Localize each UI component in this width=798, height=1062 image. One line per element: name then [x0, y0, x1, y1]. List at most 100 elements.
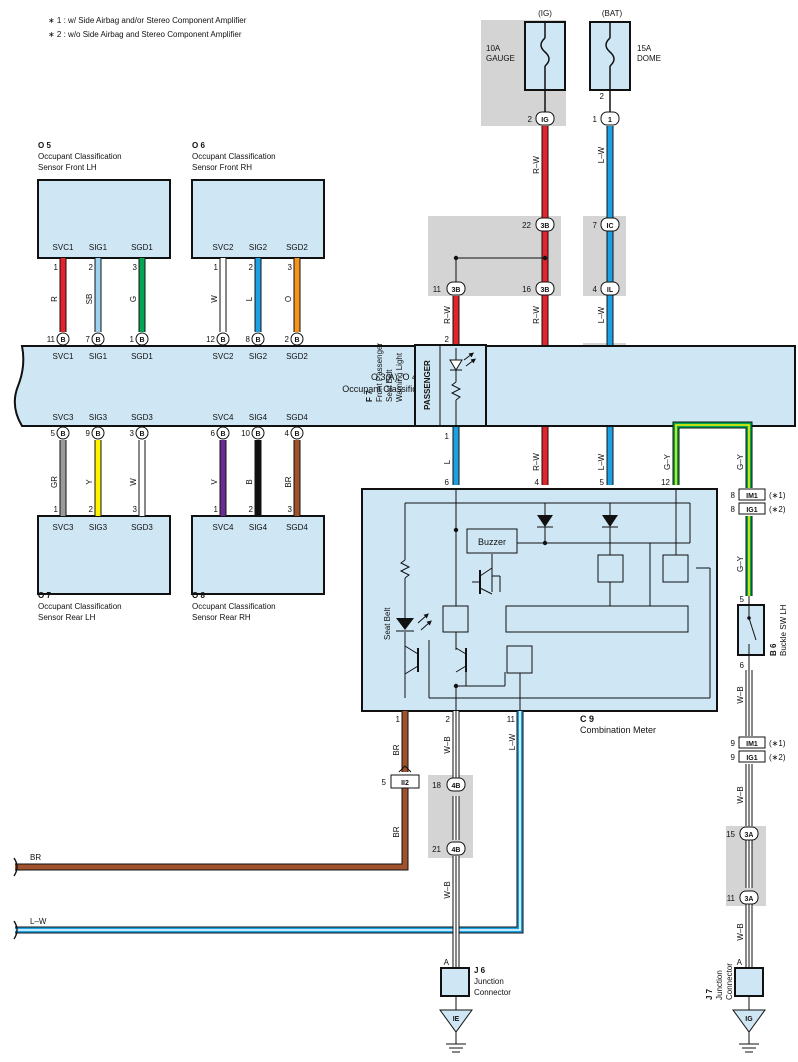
svg-text:L: L: [443, 459, 452, 464]
sensor-pin-label: SIG4: [249, 523, 268, 532]
svg-text:4B: 4B: [452, 847, 461, 854]
sensor-pin-number: 1: [54, 505, 59, 514]
svg-text:G–Y: G–Y: [736, 453, 745, 470]
svg-text:L–W: L–W: [30, 917, 47, 926]
sensor-pin-number: 2: [89, 263, 94, 272]
svg-text:Buzzer: Buzzer: [478, 537, 506, 547]
ecu-connector: B: [255, 337, 260, 344]
svg-text:BR: BR: [30, 853, 41, 862]
sensor-pin-label: SGD4: [286, 523, 308, 532]
svg-text:C 9: C 9: [580, 714, 594, 724]
svg-text:1: 1: [396, 715, 401, 724]
ecu-pin-number: 4: [285, 429, 290, 438]
ecu-pin-number: 3: [130, 429, 135, 438]
sensor-name: Occupant Classification: [38, 602, 122, 611]
occupant-ecu: O 3(A), O 4(B) Occupant Classification E…: [13, 345, 796, 427]
svg-text:Connector: Connector: [725, 963, 734, 1000]
wire-color-label: W: [129, 478, 138, 486]
svg-text:8: 8: [731, 505, 736, 514]
svg-text:L–W: L–W: [508, 733, 517, 750]
ecu-pin-label: SIG3: [89, 413, 108, 422]
ecu-pin-group: B11SVC1B5SVC3B7SIG1B9SIG3B1SGD1B3SGD3B12…: [47, 332, 308, 440]
fuse-gauge: (IG) 10A GAUGE: [486, 9, 566, 91]
sensor-pin-label: SIG3: [89, 523, 108, 532]
sensor-pin-number: 2: [249, 505, 254, 514]
svg-text:(∗1): (∗1): [769, 491, 786, 500]
svg-text:IG1: IG1: [746, 755, 757, 762]
ecu-pin-label: SIG1: [89, 352, 108, 361]
ecu-pin-number: 5: [51, 429, 56, 438]
wire-color-label: BR: [284, 476, 293, 487]
combination-meter: Buzzer Seat Belt C 9 Combination Meter 6…: [361, 255, 718, 735]
note-2: ∗ 2 : w/o Side Airbag and Stereo Compone…: [48, 30, 242, 39]
wire-color-label: R: [50, 296, 59, 302]
svg-text:Junction: Junction: [474, 977, 504, 986]
fuse-dome: (BAT) 15A DOME: [589, 9, 661, 91]
wire-color-label: V: [210, 479, 219, 485]
svg-text:3A: 3A: [745, 896, 754, 903]
svg-text:IG: IG: [541, 117, 549, 124]
ecu-connector: B: [139, 337, 144, 344]
svg-text:IM1: IM1: [746, 741, 758, 748]
ecu-pin-label: SVC1: [53, 352, 74, 361]
svg-text:1: 1: [593, 115, 598, 124]
svg-text:5: 5: [382, 778, 387, 787]
svg-text:4: 4: [535, 478, 540, 487]
svg-text:12: 12: [661, 478, 670, 487]
svg-text:Warning Light: Warning Light: [395, 352, 404, 402]
sensor-code: O 7: [38, 591, 51, 600]
note-1: ∗ 1 : w/ Side Airbag and/or Stereo Compo…: [48, 16, 247, 25]
ecu-pin-label: SVC2: [213, 352, 234, 361]
svg-text:3B: 3B: [452, 287, 461, 294]
svg-text:IC: IC: [607, 223, 614, 230]
sensor-pin-number: 2: [89, 505, 94, 514]
svg-text:GAUGE: GAUGE: [486, 54, 515, 63]
ecu-name: Occupant Classification ECU: [342, 384, 458, 394]
lower-connectors: 5 II2 18 4B 21 4B 15 3A 11 3A 8 IM1 (∗1)…: [382, 488, 786, 905]
ecu-connector: B: [95, 431, 100, 438]
svg-text:7: 7: [593, 221, 598, 230]
svg-text:R–W: R–W: [532, 306, 541, 324]
svg-text:6: 6: [740, 661, 745, 670]
sensor-location: Sensor Rear LH: [38, 613, 96, 622]
sensor-pin-label: SVC1: [53, 243, 74, 252]
svg-text:22: 22: [522, 221, 531, 230]
svg-text:IL: IL: [607, 287, 614, 294]
ecu-pin-number: 9: [86, 429, 91, 438]
sensor-pin-number: 1: [54, 263, 59, 272]
sensor-pin-label: SVC2: [213, 243, 234, 252]
sensor-pin-label: SVC3: [53, 523, 74, 532]
ecu-pin-number: 6: [211, 429, 216, 438]
svg-text:J 7: J 7: [705, 988, 714, 1000]
ecu-connector: B: [60, 431, 65, 438]
sensor-pin-number: 1: [214, 263, 219, 272]
svg-text:Front Passenger: Front Passenger: [375, 343, 384, 402]
wire-color-label: B: [245, 479, 254, 484]
svg-text:(BAT): (BAT): [602, 9, 623, 18]
svg-text:L–W: L–W: [597, 306, 606, 323]
sensor-pin-label: SVC4: [213, 523, 234, 532]
wires-lower: BR L–W BR BR W–B L–W W–B W–B W–B W–B: [13, 670, 753, 968]
svg-text:R–W: R–W: [532, 453, 541, 471]
svg-text:6: 6: [445, 478, 450, 487]
svg-text:W–B: W–B: [443, 881, 452, 898]
svg-text:W–B: W–B: [736, 786, 745, 803]
svg-text:W–B: W–B: [736, 923, 745, 940]
svg-text:16: 16: [522, 285, 531, 294]
wire-labels-upper: R–W L–W R–W L–W R–W R–W L–W L G–Y G–Y G–…: [443, 146, 745, 572]
svg-text:15A: 15A: [637, 44, 652, 53]
svg-text:B 6: B 6: [769, 643, 778, 656]
svg-text:8: 8: [731, 491, 736, 500]
sensor-pin-label: SIG2: [249, 243, 268, 252]
svg-text:G–Y: G–Y: [736, 555, 745, 572]
ecu-connector: B: [294, 337, 299, 344]
svg-text:Seat Belt: Seat Belt: [383, 607, 392, 640]
svg-text:Buckle SW LH: Buckle SW LH: [779, 604, 788, 656]
svg-text:L–W: L–W: [597, 146, 606, 163]
svg-text:L–W: L–W: [597, 453, 606, 470]
